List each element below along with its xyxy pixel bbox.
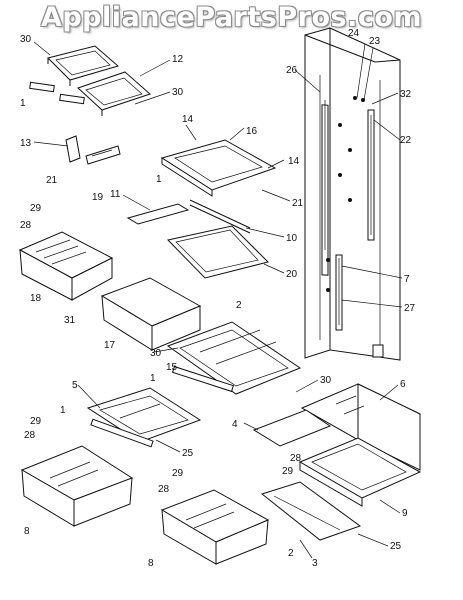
- callout-30: 30: [172, 87, 184, 98]
- shelf-trim-1c[interactable]: [171, 365, 235, 393]
- callout-12: 12: [172, 54, 184, 65]
- callout-32: 32: [400, 89, 412, 100]
- shelf-trim-1b[interactable]: [59, 93, 85, 105]
- callout-28: 28: [20, 220, 32, 231]
- callout-1: 1: [156, 174, 162, 185]
- callout-2: 2: [288, 548, 294, 559]
- callout-10: 10: [286, 233, 298, 244]
- shelf-ladder-lower[interactable]: [335, 254, 343, 331]
- callouts: 30 12 1 30 13 21 19 14 16 1 14 21 11 10 …: [20, 28, 416, 569]
- callout-29: 29: [30, 416, 42, 427]
- callout-6: 6: [400, 379, 406, 390]
- callout-28: 28: [158, 484, 170, 495]
- cabinet-liner: [304, 27, 401, 361]
- callout-1: 1: [20, 98, 26, 109]
- drawer-18[interactable]: [18, 231, 114, 301]
- glass-shelf-4[interactable]: [252, 409, 332, 447]
- callout-13: 13: [20, 138, 32, 149]
- glass-shelf-16[interactable]: [160, 139, 277, 197]
- callout-3: 3: [312, 558, 318, 569]
- callout-15: 15: [166, 362, 178, 373]
- callout-11: 11: [110, 189, 121, 200]
- callout-30: 30: [320, 375, 332, 386]
- shelf-ladder-left[interactable]: [321, 100, 329, 276]
- callout-20: 20: [286, 269, 298, 280]
- callout-27: 27: [404, 303, 416, 314]
- watermark: AppliancePartsPros.com: [40, 2, 423, 33]
- callout-2: 2: [236, 300, 242, 311]
- callout-1: 1: [60, 405, 66, 416]
- drawer-8-right[interactable]: [160, 489, 270, 565]
- callout-30: 30: [20, 34, 32, 45]
- leader-lines: [33, 41, 403, 559]
- shelf-support-11[interactable]: [126, 203, 190, 225]
- callout-1: 1: [150, 373, 156, 384]
- shelf-trim-1[interactable]: [29, 81, 55, 93]
- small-shelf-12-right[interactable]: [77, 71, 151, 116]
- bracket-13[interactable]: [65, 135, 121, 165]
- callout-21: 21: [46, 175, 58, 186]
- drawer-rail-25[interactable]: [90, 418, 154, 448]
- callout-19: 19: [92, 192, 104, 203]
- glass-shelf-15[interactable]: [166, 321, 302, 395]
- callout-17: 17: [104, 340, 116, 351]
- callout-29: 29: [172, 468, 184, 479]
- callout-14: 14: [288, 156, 300, 167]
- callout-14: 14: [182, 114, 194, 125]
- callout-26: 26: [286, 65, 298, 76]
- callout-31: 31: [64, 315, 76, 326]
- crisper-cover-6[interactable]: [300, 383, 422, 471]
- drawer-8-left[interactable]: [20, 445, 134, 527]
- callout-22: 22: [400, 135, 412, 146]
- callout-16: 16: [246, 126, 258, 137]
- callout-21: 21: [292, 198, 304, 209]
- callout-25: 25: [390, 541, 402, 552]
- callout-23: 23: [369, 36, 381, 47]
- callout-9: 9: [402, 508, 408, 519]
- callout-28: 28: [290, 453, 302, 464]
- shelf-rail-10[interactable]: [189, 199, 251, 234]
- small-shelf-30-left[interactable]: [47, 45, 120, 86]
- callout-30: 30: [150, 348, 162, 359]
- callout-8: 8: [148, 558, 154, 569]
- crisper-cover-20[interactable]: [167, 225, 269, 279]
- callout-28: 28: [24, 430, 36, 441]
- callout-18: 18: [30, 293, 42, 304]
- shelf-ladder-right[interactable]: [367, 109, 375, 241]
- callout-25: 25: [182, 448, 194, 459]
- callout-5: 5: [72, 380, 78, 391]
- glass-shelf-5[interactable]: [86, 387, 202, 443]
- callout-29: 29: [30, 203, 42, 214]
- ladder-screws: [326, 96, 365, 292]
- callout-4: 4: [232, 419, 238, 430]
- callout-7: 7: [404, 274, 410, 285]
- drawer-rail-3[interactable]: [260, 481, 362, 541]
- callout-24: 24: [348, 28, 360, 39]
- crisper-frame-9[interactable]: [298, 437, 422, 507]
- callout-29: 29: [282, 466, 294, 477]
- drawer-17[interactable]: [100, 277, 202, 351]
- callout-8: 8: [24, 526, 30, 537]
